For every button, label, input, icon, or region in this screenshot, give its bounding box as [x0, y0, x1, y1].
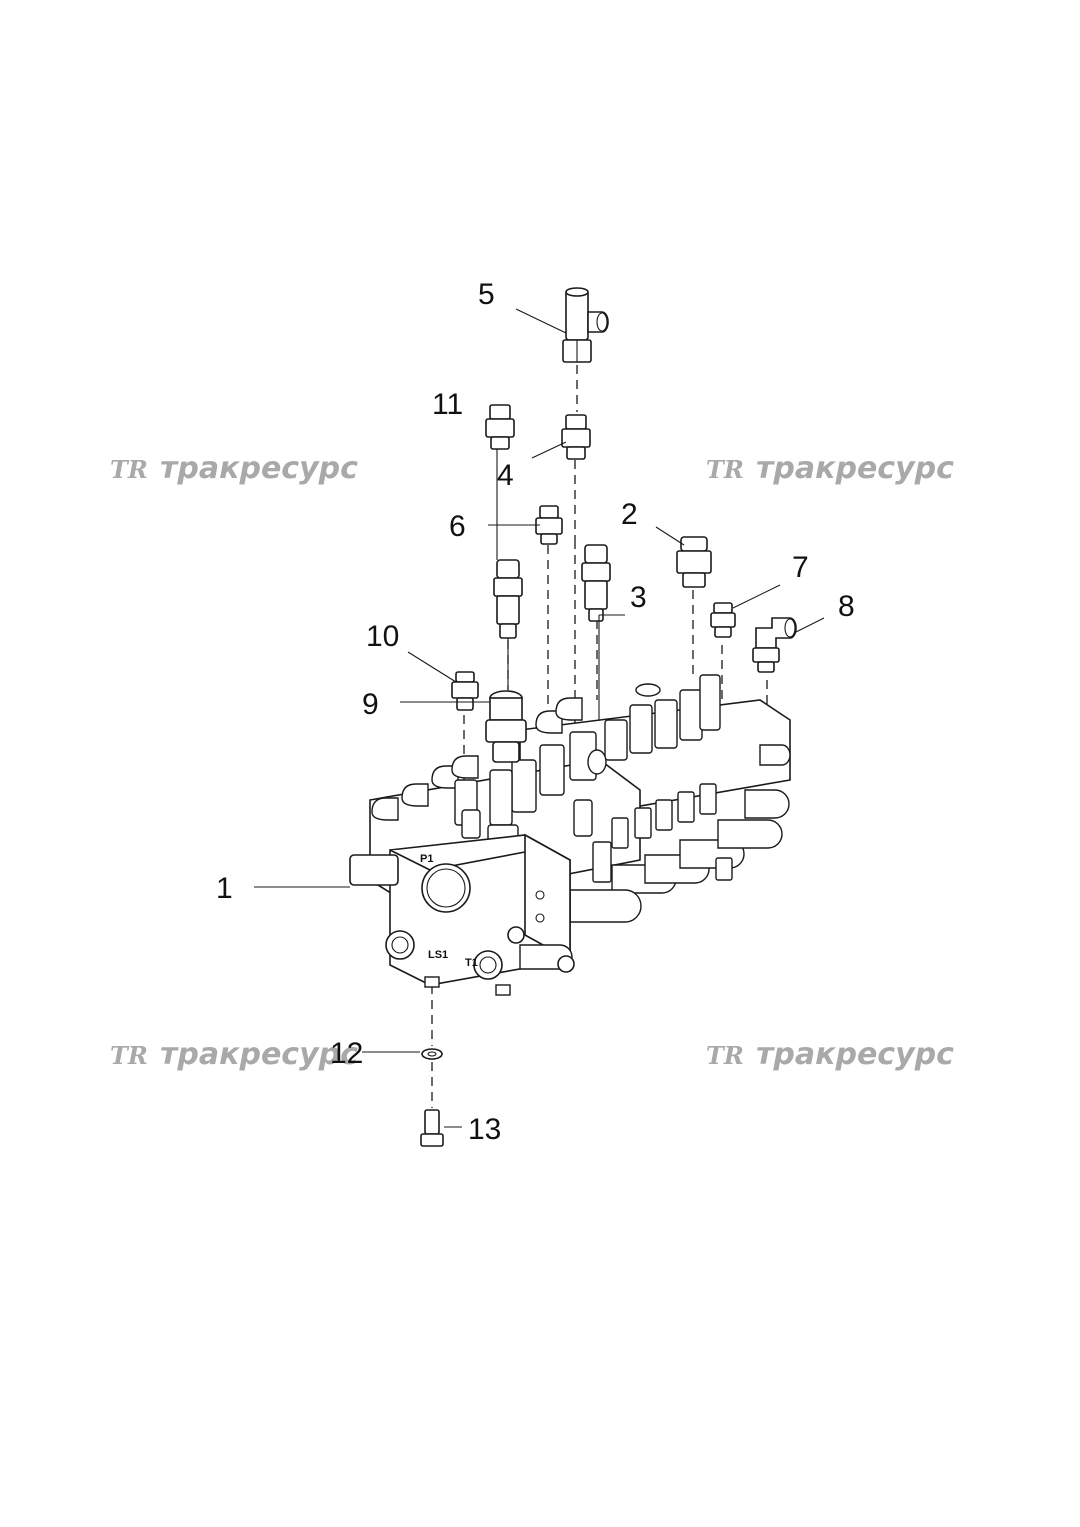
- callout-4: 4: [497, 459, 514, 492]
- part-13-plug: [420, 1109, 444, 1147]
- inlet-section: P1 LS1 T1: [349, 833, 575, 996]
- callout-11: 11: [432, 388, 463, 421]
- end-tee-fitting: [759, 744, 791, 766]
- watermark-text: тракресурс: [160, 451, 358, 486]
- watermark-text: тракресурс: [756, 1037, 954, 1072]
- callout-labels: 5 11 4 6 2 7 3 8 10 9 1 12 13: [216, 278, 855, 1146]
- watermark-top-right: TR тракресурс: [706, 451, 954, 486]
- watermark-logo: TR: [706, 1041, 744, 1070]
- watermark-logo: TR: [706, 455, 744, 484]
- watermark-bottom-right: TR тракресурс: [706, 1037, 954, 1072]
- part-11-adapter: [485, 404, 515, 450]
- watermark-text: тракресурс: [756, 451, 954, 486]
- part-5-tee-fitting: [562, 287, 609, 363]
- part-10-adapter: [451, 671, 479, 711]
- port-label-p1: P1: [420, 853, 433, 865]
- part-8-elbow: [752, 617, 797, 673]
- watermark-bottom-left: TR тракресурс: [110, 1037, 358, 1072]
- watermark-logo: TR: [110, 455, 148, 484]
- watermark-top-left: TR тракресурс: [110, 451, 358, 486]
- part-12-washer: [421, 1048, 443, 1060]
- cartridge-stack: [454, 674, 721, 839]
- callout-6: 6: [449, 510, 466, 543]
- callout-3: 3: [630, 581, 647, 614]
- callout-1: 1: [216, 872, 233, 905]
- part-2-adapter: [676, 536, 712, 588]
- part-3-cartridge: [581, 544, 611, 622]
- port-label-t1: T1: [465, 957, 478, 969]
- part-7-adapter: [710, 602, 736, 638]
- leader-lines: [254, 308, 825, 1128]
- callout-2: 2: [621, 498, 638, 531]
- watermark-text: тракресурс: [160, 1037, 358, 1072]
- callout-9: 9: [362, 688, 379, 721]
- callout-13: 13: [468, 1113, 501, 1146]
- part-4-adapter: [561, 414, 591, 460]
- callout-12: 12: [330, 1037, 363, 1070]
- part-6-adapter: [535, 505, 563, 545]
- elbow-fittings-rear: [371, 697, 583, 821]
- cartridge-left: [493, 559, 523, 639]
- callout-8: 8: [838, 590, 855, 623]
- watermark-logo: TR: [110, 1041, 148, 1070]
- callout-5: 5: [478, 278, 495, 311]
- callout-7: 7: [792, 551, 809, 584]
- port-label-ls1: LS1: [428, 949, 448, 961]
- callout-10: 10: [366, 620, 399, 653]
- part-9-fitting: [485, 690, 527, 763]
- control-valve-assembly: P1 LS1 T1: [349, 674, 791, 996]
